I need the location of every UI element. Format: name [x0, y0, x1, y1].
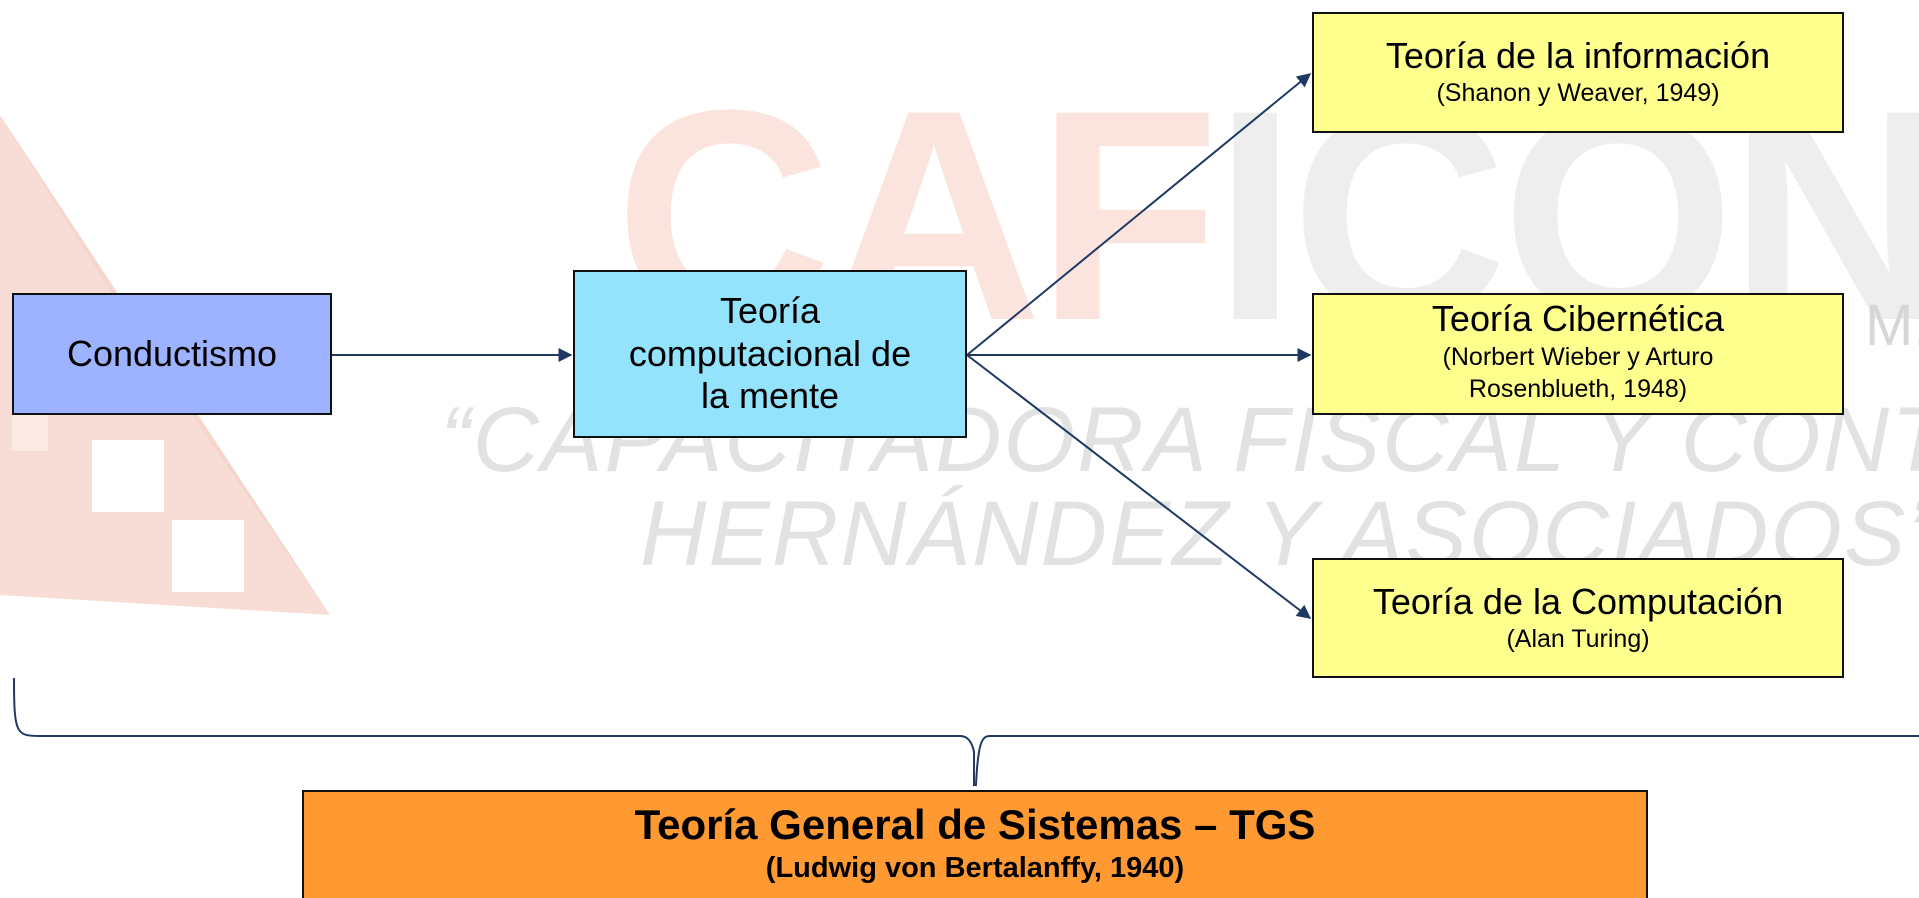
node-teoria-computacional-label: Teoría computacional de la mente: [628, 290, 912, 417]
node-teoria-cibernetica-label: Teoría Cibernética: [1431, 298, 1725, 340]
edge-computacional-to-informacion: [966, 73, 1312, 356]
watermark-suffix: M.: [1865, 293, 1919, 358]
node-teoria-general-sistemas: Teoría General de Sistemas – TGS (Ludwig…: [302, 790, 1648, 898]
node-tgs-label: Teoría General de Sistemas – TGS: [634, 801, 1316, 848]
node-teoria-informacion-label: Teoría de la información: [1385, 35, 1771, 77]
grouping-brace: [13, 677, 1919, 786]
node-teoria-cibernetica: Teoría Cibernética (Norbert Wieber y Art…: [1312, 293, 1844, 415]
edge-computacional-to-computacion: [966, 354, 1312, 619]
node-conductismo: Conductismo: [12, 293, 332, 415]
node-teoria-computacion: Teoría de la Computación (Alan Turing): [1312, 558, 1844, 678]
node-teoria-computacion-sub: (Alan Turing): [1506, 624, 1650, 653]
node-conductismo-label: Conductismo: [66, 332, 278, 374]
node-tgs-sub: (Ludwig von Bertalanffy, 1940): [765, 852, 1185, 885]
node-teoria-informacion-sub: (Shanon y Weaver, 1949): [1436, 79, 1720, 108]
node-teoria-cibernetica-sub: (Norbert Wieber y Arturo Rosenblueth, 19…: [1442, 342, 1714, 404]
node-teoria-informacion: Teoría de la información (Shanon y Weave…: [1312, 12, 1844, 133]
node-teoria-computacional: Teoría computacional de la mente: [573, 270, 967, 438]
node-teoria-computacion-label: Teoría de la Computación: [1372, 580, 1784, 622]
